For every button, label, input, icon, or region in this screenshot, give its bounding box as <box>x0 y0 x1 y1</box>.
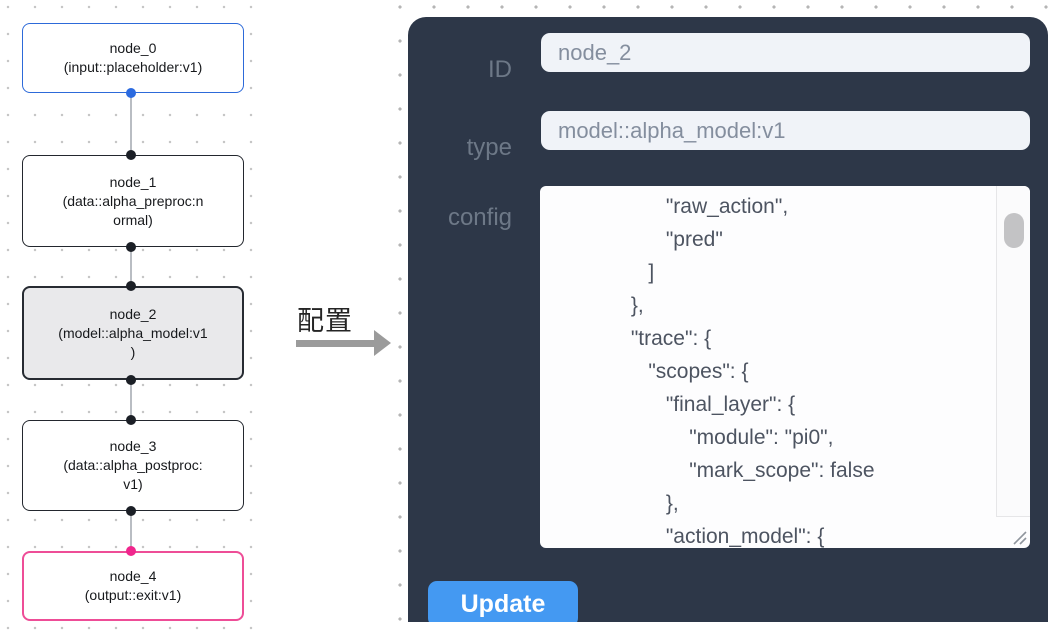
node-title: node_0 <box>109 40 157 56</box>
graph-node-node_1[interactable]: node_1 (data::alpha_preproc:n ormal) <box>22 155 244 247</box>
edge-node2-node3 <box>130 380 132 420</box>
handle-node0-source[interactable] <box>126 88 136 98</box>
pipeline-canvas: node_0 (input::placeholder:v1) node_1 (d… <box>0 0 270 643</box>
handle-node2-target[interactable] <box>126 281 136 291</box>
id-input[interactable]: node_2 <box>541 33 1030 72</box>
node-type-line: (data::alpha_preproc:n <box>62 192 204 209</box>
edge-node1-node2 <box>130 247 132 286</box>
node-title: node_2 <box>109 305 157 322</box>
config-canvas: ID node_2 type model::alpha_model:v1 con… <box>392 0 1062 622</box>
config-arrow <box>296 340 374 347</box>
scrollbar-track[interactable] <box>996 186 1030 517</box>
graph-node-node_2-selected[interactable]: node_2 (model::alpha_model:v1 ) <box>22 286 244 380</box>
graph-node-node_3[interactable]: node_3 (data::alpha_postproc: v1) <box>22 420 244 511</box>
node-title: node_3 <box>109 438 157 454</box>
handle-node3-source[interactable] <box>126 506 136 516</box>
handle-node3-target[interactable] <box>126 415 136 425</box>
handle-node2-source[interactable] <box>126 375 136 385</box>
node-type-line: (model::alpha_model:v1 <box>58 324 208 341</box>
type-label: type <box>466 134 512 161</box>
node-type-line: ) <box>130 343 136 360</box>
type-input[interactable]: model::alpha_model:v1 <box>541 111 1030 150</box>
node-type-line: (input::placeholder:v1) <box>63 59 203 75</box>
resize-grip-icon[interactable] <box>1010 528 1028 546</box>
config-label: config <box>447 204 512 231</box>
node-type-line: (data::alpha_postproc: <box>63 457 203 473</box>
scrollbar-thumb[interactable] <box>1004 213 1024 248</box>
config-annotation-label: 配置 <box>297 306 353 336</box>
id-label: ID <box>488 56 512 83</box>
graph-node-node_4[interactable]: node_4 (output::exit:v1) <box>22 551 244 621</box>
edge-node0-node1 <box>130 93 132 155</box>
handle-node1-target[interactable] <box>126 150 136 160</box>
node-type-line: v1) <box>123 476 143 492</box>
node-type-line: (output::exit:v1) <box>84 587 182 603</box>
graph-node-node_0[interactable]: node_0 (input::placeholder:v1) <box>22 23 244 93</box>
handle-node1-source[interactable] <box>126 242 136 252</box>
config-textarea[interactable]: "raw_action", "pred" ] }, "trace": { "sc… <box>540 186 1030 548</box>
node-title: node_4 <box>109 568 157 584</box>
update-button[interactable]: Update <box>428 581 578 622</box>
node-type-line: ormal) <box>113 211 153 228</box>
node-config-panel: ID node_2 type model::alpha_model:v1 con… <box>408 17 1048 622</box>
config-json-text: "raw_action", "pred" ] }, "trace": { "sc… <box>630 195 875 548</box>
node-title: node_1 <box>109 173 157 190</box>
config-arrow-head-icon <box>374 330 391 356</box>
edge-node3-node4 <box>130 511 132 551</box>
handle-node4-target[interactable] <box>126 546 136 556</box>
